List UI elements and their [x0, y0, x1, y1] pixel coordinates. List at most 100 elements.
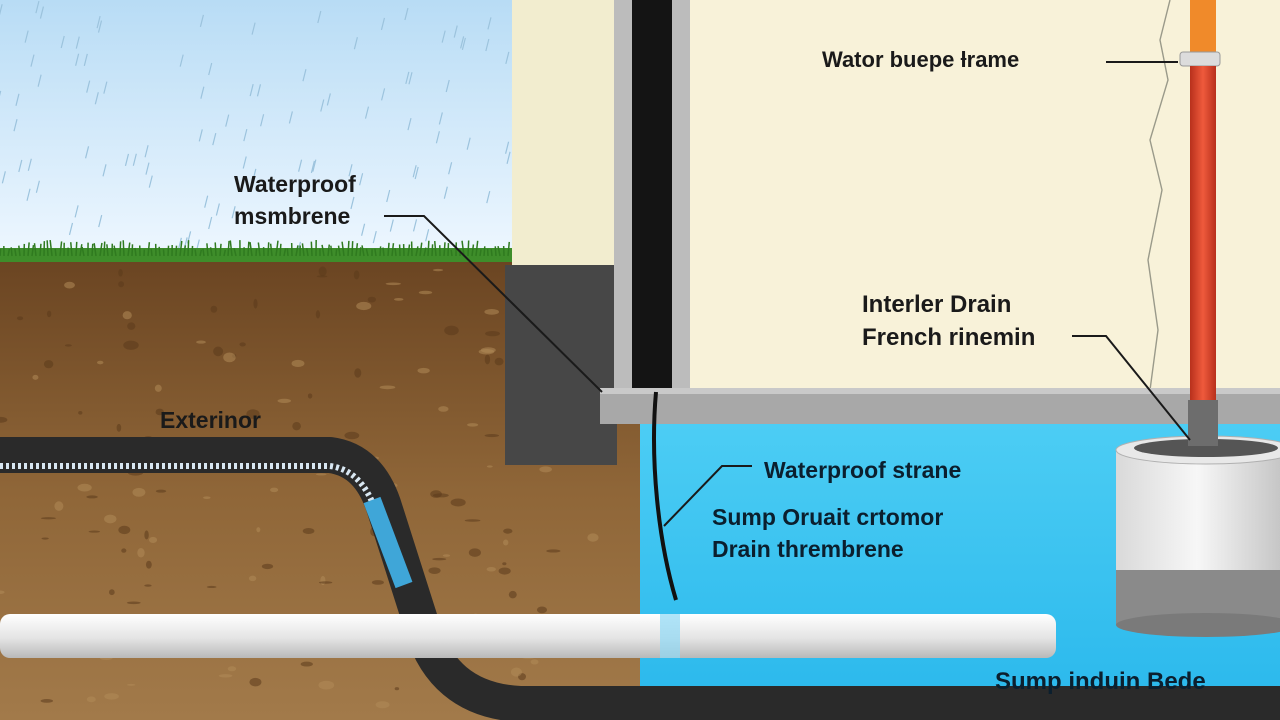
rain-drop — [256, 84, 262, 97]
rain-drop — [386, 189, 391, 203]
grass-blade — [419, 242, 423, 257]
soil-speck — [385, 282, 401, 286]
soil-speck — [315, 473, 327, 476]
soil-speck — [154, 384, 162, 392]
soil-speck — [508, 590, 517, 599]
rain-drop — [435, 131, 440, 144]
soil-speck — [64, 281, 75, 289]
rain-drop — [84, 146, 90, 159]
soil-speck — [148, 536, 158, 544]
grass-blade — [18, 245, 21, 257]
rain-drop — [260, 114, 265, 127]
rain-drop — [208, 216, 213, 230]
rain-drop — [506, 151, 511, 164]
soil-speck — [353, 270, 360, 280]
grass-blade — [158, 246, 161, 257]
soil-speck — [318, 581, 333, 584]
rain-drop — [132, 153, 137, 166]
sump-pump — [1115, 435, 1280, 637]
grass-blade — [46, 240, 49, 257]
label-sump-bottom: Sump induin Bede — [995, 668, 1206, 695]
soil-speck — [484, 309, 500, 315]
grass-blade — [461, 240, 465, 257]
rain-drop — [103, 81, 108, 94]
rain-drop — [0, 4, 3, 16]
rain-drop — [407, 117, 412, 131]
membrane-drop-line — [652, 391, 678, 601]
soil-speck — [344, 431, 360, 440]
grass-blade — [283, 248, 287, 257]
soil-speck — [210, 305, 218, 313]
soil-speck — [256, 527, 261, 533]
soil-speck — [467, 423, 479, 427]
soil-speck — [246, 409, 260, 419]
label-sump-line1: Sump Oruait crtomor — [712, 504, 944, 530]
grass-blade — [106, 244, 109, 257]
soil-speck — [367, 296, 376, 303]
rain-drop — [405, 71, 410, 84]
grass-blade — [347, 240, 350, 257]
rain-drop — [326, 93, 331, 106]
soil-speck — [484, 433, 500, 438]
soil-speck — [468, 548, 481, 557]
grass-blade — [365, 248, 369, 257]
soil-speck — [486, 465, 493, 468]
rain-drop — [1, 171, 6, 184]
rain-drop — [445, 79, 450, 93]
grass-blade — [497, 245, 501, 257]
grass-blade — [187, 240, 190, 257]
soil-speck — [464, 519, 481, 522]
rain-drop — [35, 0, 40, 14]
rain-drop — [96, 15, 101, 29]
rain-drop — [212, 132, 217, 146]
soil-speck — [510, 667, 522, 677]
soil-speck — [77, 483, 92, 492]
soil-speck — [137, 547, 145, 558]
grass-blade — [450, 249, 453, 257]
label-waterproof-strane: Waterproof strane — [764, 457, 962, 483]
rain-drop — [225, 114, 230, 127]
grass-blade — [122, 240, 125, 257]
grass-blade — [382, 247, 385, 257]
rain-drop — [441, 30, 446, 43]
rain-drop — [425, 229, 430, 242]
grass-blade — [119, 241, 122, 257]
grass-blade — [247, 241, 250, 257]
grass-blade — [433, 240, 437, 257]
soil-speck — [354, 368, 362, 378]
soil-speck — [307, 393, 313, 399]
soil-speck — [46, 310, 52, 318]
rain-drop — [348, 164, 353, 177]
leader-lines — [384, 61, 1191, 527]
rain-drop — [199, 14, 204, 28]
soil-speck — [292, 421, 301, 431]
rain-drop — [75, 36, 80, 49]
rain-drop — [460, 36, 465, 49]
grass-blade — [257, 242, 261, 257]
rain-drop — [0, 90, 2, 97]
label-sump-line2: Drain thrembrene — [712, 536, 904, 562]
rain-drop — [408, 72, 413, 85]
grass-blade — [167, 245, 170, 257]
rain-drop — [350, 196, 355, 210]
grass-blade — [507, 241, 511, 257]
soil-speck — [248, 575, 257, 582]
grass-blade — [75, 241, 78, 257]
rain-drop — [198, 129, 203, 142]
soil-speck — [0, 590, 5, 595]
rain-drop — [148, 175, 153, 188]
grass-blade — [269, 243, 273, 257]
wall-membrane-band — [632, 0, 672, 392]
grass-blade — [54, 248, 57, 257]
grass-blade — [179, 240, 183, 257]
grass-blade — [183, 245, 187, 257]
grass-blade — [91, 243, 94, 257]
french-drain-pipe — [0, 614, 1056, 658]
rain-drop — [18, 159, 23, 173]
soil-speck — [213, 346, 224, 357]
grass-blade — [355, 243, 359, 257]
soil-speck — [0, 416, 8, 423]
soil-speck — [116, 423, 122, 432]
soil-speck — [428, 567, 441, 574]
